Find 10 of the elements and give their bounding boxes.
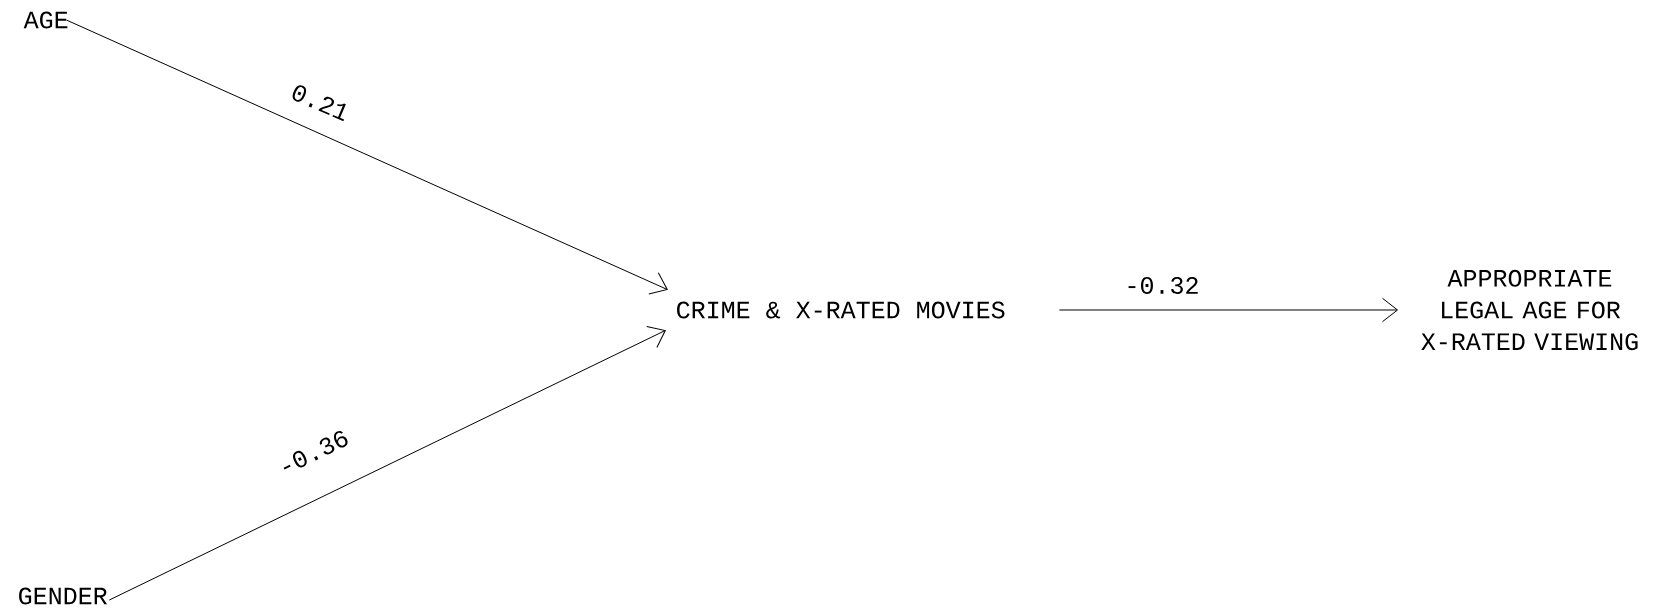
node-label: APPROPRIATE LEGAL AGE FOR X-RATED VIEWING	[1421, 269, 1638, 351]
arrow	[1058, 297, 1398, 323]
edge-label: -0.32	[1128, 277, 1198, 294]
arrow	[65, 19, 668, 295]
node-label: CRIME & X-RATED MOVIES	[677, 301, 1005, 319]
node-label: GENDER	[19, 587, 108, 605]
edge-label: -0.36	[283, 430, 348, 470]
edge-label: 0.21	[292, 85, 346, 122]
arrow	[108, 326, 666, 601]
node-label: AGE	[23, 11, 68, 29]
